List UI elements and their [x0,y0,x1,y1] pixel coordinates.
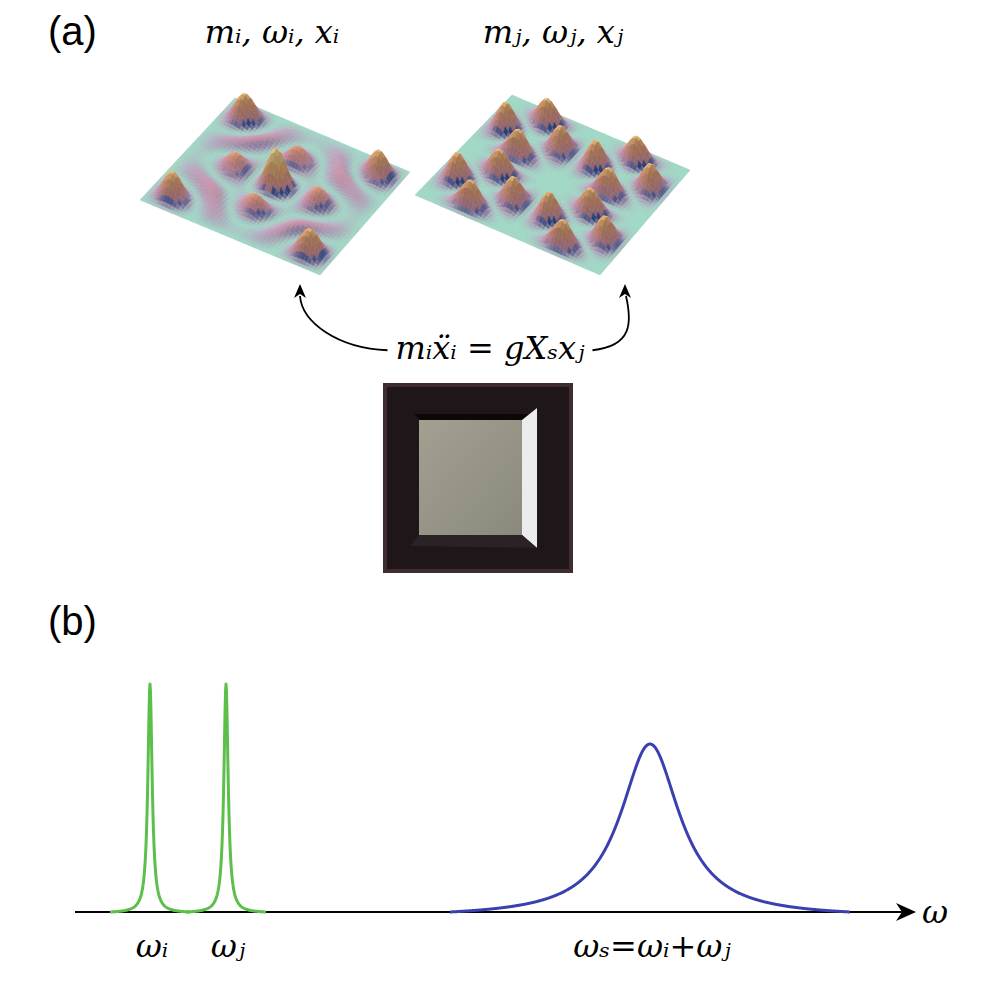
chip-bevel [414,414,530,421]
mode-plots [140,93,690,275]
mode-surface [140,93,410,275]
membrane-photo [385,385,571,571]
membrane-window [419,420,523,535]
chip-bevel [522,408,537,548]
chip-bevel [410,535,537,548]
